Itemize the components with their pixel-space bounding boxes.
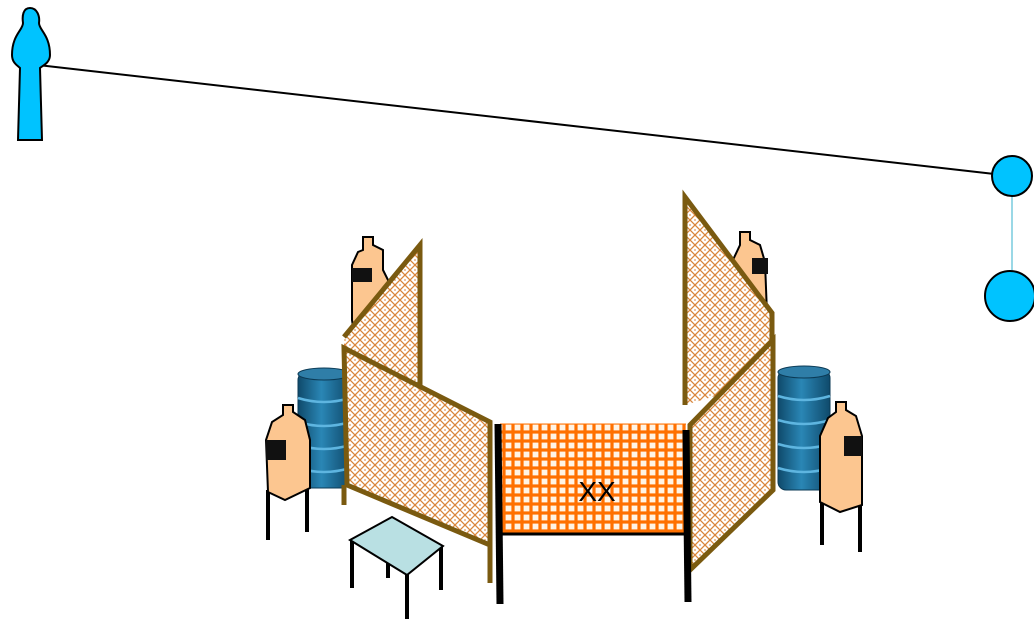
- center-fence-panel: XX: [500, 423, 686, 536]
- post-left: [494, 423, 504, 605]
- center-panel-label: XX: [578, 476, 616, 507]
- barrel-stack-icon: [777, 365, 831, 491]
- post-right: [682, 429, 692, 603]
- fence-panel-left-front: [341, 343, 493, 583]
- circle-node-icon: [984, 270, 1034, 322]
- table-icon: [348, 515, 445, 619]
- sight-line: [37, 64, 1013, 177]
- paper-target-icon: [264, 404, 311, 540]
- person-silhouette-icon: [10, 6, 52, 141]
- circle-node-icon: [991, 155, 1033, 197]
- paper-target-icon: [819, 401, 863, 552]
